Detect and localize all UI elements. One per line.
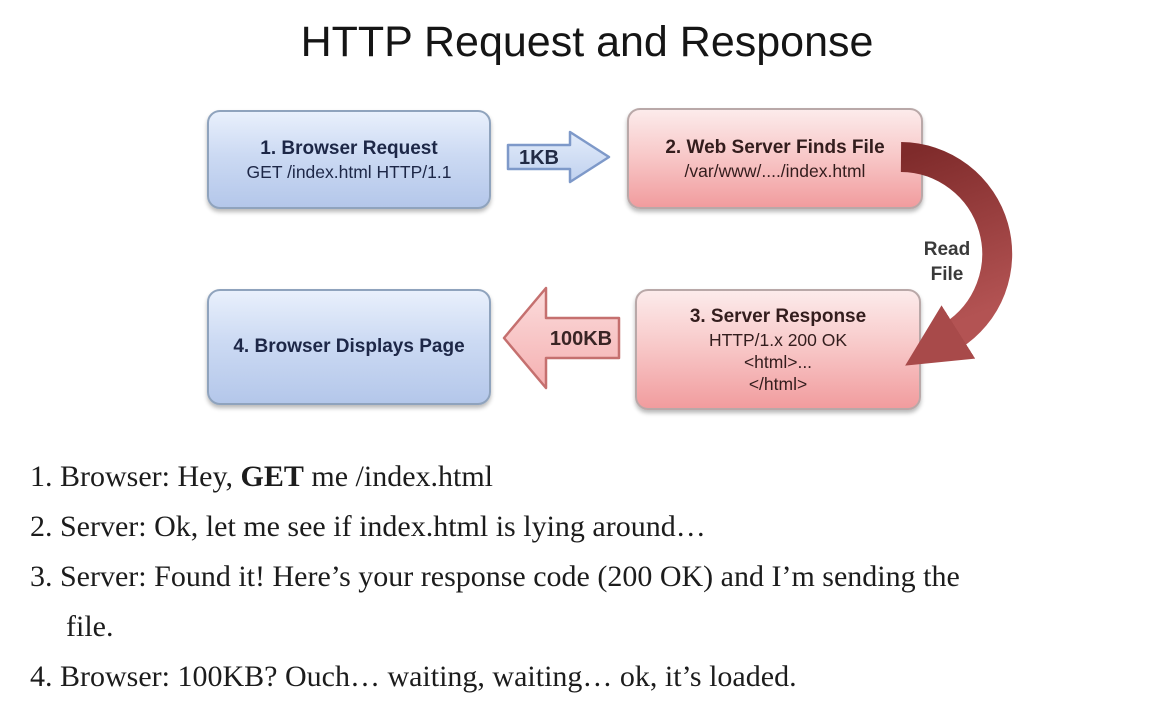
conversation-line: file. <box>66 610 114 643</box>
box-subline: <html>... <box>743 351 813 372</box>
conversation-line: 4. Browser: 100KB? Ouch… waiting, waitin… <box>30 660 797 693</box>
webserver-finds-file-box: 2. Web Server Finds File /var/www/..../i… <box>627 108 923 209</box>
box-heading: 3. Server Response <box>689 305 867 327</box>
response-size-label: 100KB <box>550 328 612 350</box>
conversation-list: 1. Browser: Hey, GET me /index.html 2. Se… <box>30 452 1160 702</box>
response-arrow-icon: 100KB <box>502 286 621 390</box>
server-response-box: 3. Server Response HTTP/1.x 200 OK <html… <box>635 289 921 410</box>
conversation-line: 1. Browser: Hey, GET me /index.html <box>30 460 494 493</box>
page-title: HTTP Request and Response <box>300 18 874 66</box>
browser-request-box: 1. Browser Request GET /index.html HTTP/… <box>207 110 491 209</box>
conversation-line: 2. Server: Ok, let me see if index.html … <box>30 510 706 543</box>
conversation-line: 3. Server: Found it! Here’s your respons… <box>30 560 960 593</box>
box-heading: 1. Browser Request <box>260 137 438 159</box>
read-file-label: Read File <box>912 237 982 287</box>
request-size-label: 1KB <box>519 147 559 169</box>
box-heading: 2. Web Server Finds File <box>665 136 885 158</box>
read-file-line: Read <box>923 239 971 260</box>
box-subline: </html> <box>748 373 808 394</box>
box-subline: HTTP/1.x 200 OK <box>708 329 848 350</box>
box-subline: /var/www/..../index.html <box>684 160 866 181</box>
box-subline: GET /index.html HTTP/1.1 <box>246 161 452 182</box>
read-file-line: File <box>930 264 964 285</box>
request-arrow-icon: 1KB <box>506 130 611 184</box>
box-heading: 4. Browser Displays Page <box>233 336 465 357</box>
browser-displays-page-box: 4. Browser Displays Page <box>207 289 491 405</box>
